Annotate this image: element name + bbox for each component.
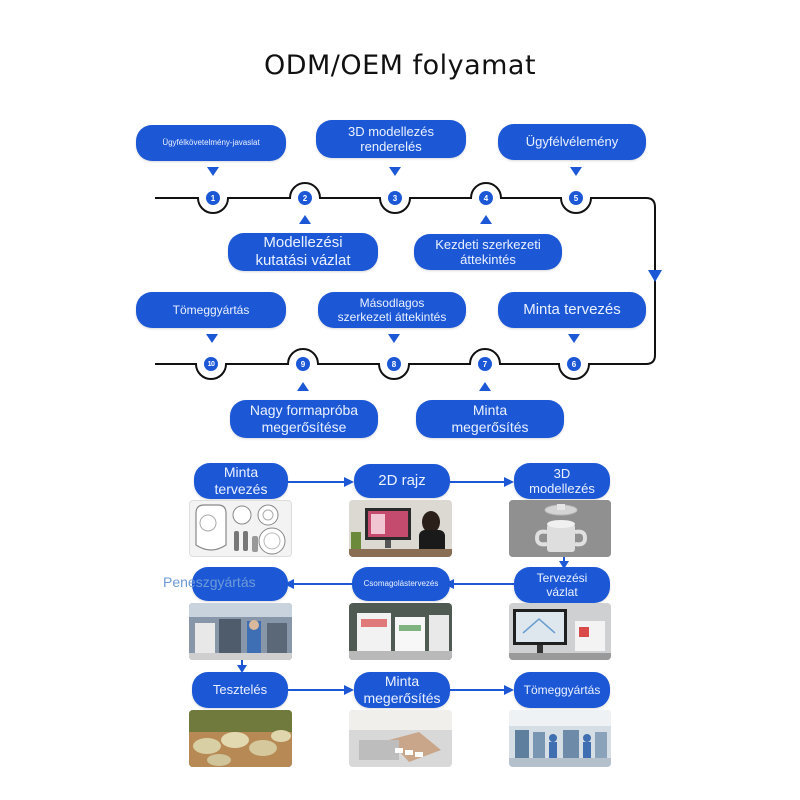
arrow-up-4 [480, 215, 492, 224]
mold-factory-photo [189, 603, 292, 660]
mass-production-factory-photo [509, 710, 611, 767]
step-node-6: 6 [567, 357, 581, 371]
3d-cup-render-photo [509, 500, 611, 557]
step-pill-2: Modellezési kutatási vázlat [228, 233, 378, 271]
step-node-8: 8 [387, 357, 401, 371]
arrow-r1-a [288, 477, 354, 487]
step-node-2: 2 [298, 191, 312, 205]
flow-pill-mold-production [192, 567, 288, 601]
arrow-down-left [237, 660, 247, 673]
step-pill-10: Tömeggyártás [136, 292, 286, 328]
arrow-down-5 [570, 167, 582, 176]
row2-line [155, 348, 646, 380]
step-pill-7: Minta megerősítés [416, 400, 564, 438]
flow-pill-testing: Tesztelés [192, 672, 288, 708]
step-pill-6: Minta tervezés [498, 292, 646, 328]
flow-pill-mass-production: Tömeggyártás [514, 672, 610, 708]
flow-pill-sample-confirmation: Minta megerősítés [354, 672, 450, 708]
step-pill-9: Nagy formapróba megerősítése [230, 400, 378, 438]
arrow-up-2 [299, 215, 311, 224]
flow-pill-sample-design: Minta tervezés [194, 463, 288, 499]
design-sketch-screen-photo [509, 603, 611, 660]
flow-pill-packaging-design: Csomagolástervezés [352, 567, 450, 601]
step-node-9: 9 [296, 357, 310, 371]
sample-confirmation-photo [349, 710, 452, 767]
arrow-r1-b [450, 477, 514, 487]
right-arrow [648, 270, 662, 282]
step-node-3: 3 [388, 191, 402, 205]
flow-pill-3d-modeling: 3D modellezés [514, 463, 610, 499]
step-pill-5: Ügyfélvélemény [498, 124, 646, 160]
row1-line [155, 182, 656, 365]
step-node-5: 5 [569, 191, 583, 205]
arrow-down-6 [568, 334, 580, 343]
step-node-1: 1 [206, 191, 220, 205]
step-pill-1: Ügyfélkövetelmény-javaslat [136, 125, 286, 161]
step-node-10: 10 [204, 357, 218, 371]
flow-pill-2d-drawing: 2D rajz [354, 464, 450, 498]
arrow-down-1 [207, 167, 219, 176]
arrow-down-10 [206, 334, 218, 343]
arrow-r2-a [444, 579, 514, 589]
arrow-r3-a [288, 685, 354, 695]
arrow-up-7 [479, 382, 491, 391]
flow-label-mold-production-overlay: Peneszgyártás [163, 574, 256, 590]
arrow-r3-b [450, 685, 514, 695]
arrow-r2-b [284, 579, 352, 589]
designer-computer-photo [349, 500, 452, 557]
page-title: ODM/OEM folyamat [263, 50, 537, 81]
step-pill-4: Kezdeti szerkezeti áttekintés [414, 234, 562, 270]
step-node-7: 7 [478, 357, 492, 371]
arrow-up-9 [297, 382, 309, 391]
packaging-photo [349, 603, 452, 660]
arrow-down-8 [388, 334, 400, 343]
arrow-down-right [559, 556, 569, 569]
arrow-down-3 [389, 167, 401, 176]
baby-tableware-photo [189, 500, 292, 557]
testing-plates-photo [189, 710, 292, 767]
step-pill-3: 3D modellezés renderelés [316, 120, 466, 158]
step-node-4: 4 [479, 191, 493, 205]
step-pill-8: Másodlagos szerkezeti áttekintés [318, 292, 466, 328]
flow-pill-design-sketch: Tervezési vázlat [514, 567, 610, 603]
